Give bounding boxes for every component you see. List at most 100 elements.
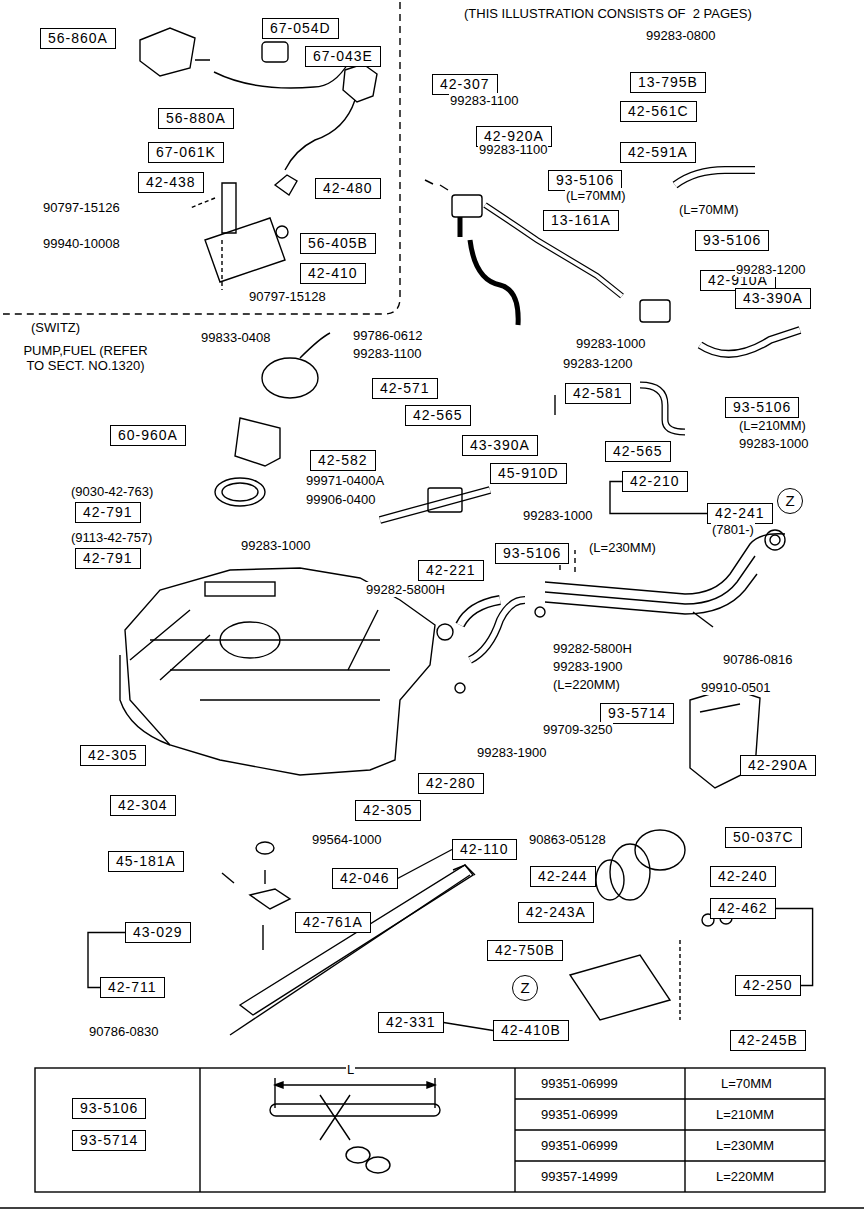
part-number: 43-029 bbox=[133, 924, 183, 940]
part-number-label: 99283-1200 bbox=[735, 262, 806, 277]
part-number: 42-410B bbox=[501, 1022, 561, 1038]
part-number-label: 99910-0501 bbox=[700, 680, 771, 695]
part-number: 42-305 bbox=[363, 802, 413, 818]
part-number-box: 42-591A bbox=[620, 142, 696, 163]
part-number-label: 99283-1000 bbox=[575, 336, 646, 351]
part-number-label: 99971-0400A bbox=[305, 473, 385, 488]
part-number-box: 42-565 bbox=[605, 441, 671, 462]
part-number: 42-480 bbox=[323, 180, 373, 196]
part-number-box: 42-280 bbox=[418, 773, 484, 794]
part-number-box: 42-565 bbox=[405, 405, 471, 426]
part-number: 42-331 bbox=[386, 1014, 436, 1030]
part-number-label: 99283-1200 bbox=[562, 356, 633, 371]
part-number-label: 99283-1000 bbox=[522, 508, 593, 523]
part-number: 67-061K bbox=[156, 144, 216, 160]
part-number: 42-304 bbox=[118, 797, 168, 813]
part-number-label: 99283-1100 bbox=[478, 142, 548, 157]
part-number-box: 45-181A bbox=[108, 851, 184, 872]
part-number-label: 90797-15128 bbox=[248, 289, 327, 304]
part-number: 42-711 bbox=[108, 979, 157, 995]
part-number: 42-290A bbox=[748, 757, 808, 773]
part-number: 42-243A bbox=[526, 904, 586, 920]
part-number-label: (L=70MM) bbox=[678, 202, 740, 217]
part-number: 93-5106 bbox=[733, 399, 791, 415]
part-number-box: 42-305 bbox=[355, 800, 421, 821]
part-number-label: PUMP,FUEL (REFER TO SECT. NO.1320) bbox=[22, 343, 149, 373]
part-number: 42-462 bbox=[718, 900, 768, 916]
part-number-box: 56-405B bbox=[300, 233, 376, 254]
part-number: 45-181A bbox=[116, 853, 176, 869]
part-number: 42-571 bbox=[380, 380, 430, 396]
part-number: 67-054D bbox=[270, 20, 331, 36]
part-number-box: 60-960A bbox=[110, 425, 186, 446]
part-number-box: 42-240 bbox=[710, 866, 776, 887]
part-number-box: 67-054D bbox=[262, 18, 339, 39]
part-number: 42-245B bbox=[738, 1032, 798, 1048]
part-number: 42-410 bbox=[308, 265, 358, 281]
part-number-box: 93-5106 bbox=[72, 1098, 146, 1119]
part-number: 50-037C bbox=[733, 829, 794, 845]
part-number-box: 93-5106 bbox=[695, 230, 769, 251]
table-cell: L=210MM bbox=[715, 1107, 775, 1122]
part-number-label: 99283-1900 bbox=[476, 745, 547, 760]
part-number-box: 93-5714 bbox=[600, 703, 674, 724]
part-number-label: (L=70MM) bbox=[565, 188, 627, 203]
part-number-box: 42-304 bbox=[110, 795, 176, 816]
part-number: 42-438 bbox=[146, 174, 196, 190]
part-number-box: 42-307 bbox=[432, 74, 498, 95]
table-cell: L=230MM bbox=[715, 1138, 775, 1153]
part-number: 42-110 bbox=[460, 841, 509, 857]
part-number-box: 56-860A bbox=[40, 28, 116, 49]
part-number: 45-910D bbox=[498, 465, 559, 481]
part-number-label: (L=230MM) bbox=[588, 540, 657, 555]
part-number-box: 42-243A bbox=[518, 902, 594, 923]
part-number-label: 99940-10008 bbox=[42, 236, 121, 251]
part-number: 93-5106 bbox=[503, 545, 561, 561]
part-number: 42-761A bbox=[303, 914, 363, 930]
part-number-box: 43-390A bbox=[735, 288, 811, 309]
part-number-label: 99283-1000 bbox=[240, 538, 311, 553]
bracket-line bbox=[776, 909, 813, 986]
part-number-box: 42-290A bbox=[740, 755, 816, 776]
part-number-box: 67-043E bbox=[305, 46, 381, 67]
part-number-box: 50-037C bbox=[725, 827, 802, 848]
part-number-label: (9030-42-763) bbox=[70, 484, 154, 499]
part-number-label: 99564-1000 bbox=[311, 832, 382, 847]
part-number-box: 42-305 bbox=[80, 745, 146, 766]
part-number-box: 42-761A bbox=[295, 912, 371, 933]
part-number-box: 43-390A bbox=[462, 435, 538, 456]
part-number-label: 99906-0400 bbox=[305, 492, 376, 507]
part-number: 42-565 bbox=[413, 407, 463, 423]
callout-circle: Z bbox=[512, 975, 538, 1001]
part-number-box: 93-5714 bbox=[72, 1130, 146, 1151]
part-number-label: 99283-0800 bbox=[645, 28, 716, 43]
part-number-label: 99283-1100 bbox=[449, 93, 519, 108]
part-number-box: 42-462 bbox=[710, 898, 776, 919]
part-number-box: 42-791 bbox=[75, 502, 141, 523]
table-cell: L bbox=[346, 1062, 355, 1077]
part-number-label: (7801-) bbox=[711, 522, 755, 537]
part-number: 93-5714 bbox=[608, 705, 666, 721]
part-number: 43-390A bbox=[743, 290, 803, 306]
part-number-box: 42-582 bbox=[310, 450, 376, 471]
part-number: Z bbox=[520, 979, 529, 996]
part-number: 42-582 bbox=[318, 452, 368, 468]
part-number-box: 45-910D bbox=[490, 463, 567, 484]
table-cell: L=70MM bbox=[720, 1076, 773, 1091]
part-number-box: 42-711 bbox=[100, 977, 165, 998]
part-number-box: 42-438 bbox=[138, 172, 204, 193]
part-number-label: (THIS ILLUSTRATION CONSISTS OF 2 PAGES) bbox=[463, 6, 753, 21]
part-number-box: 42-250 bbox=[735, 975, 801, 996]
part-number: 42-240 bbox=[718, 868, 768, 884]
bracket-line bbox=[444, 1023, 493, 1031]
part-number: 42-565 bbox=[613, 443, 663, 459]
part-number-label: 99283-1900 bbox=[552, 659, 623, 674]
part-number-box: 42-241 bbox=[707, 503, 773, 524]
part-number-box: 56-880A bbox=[158, 108, 234, 129]
part-number: 42-305 bbox=[88, 747, 138, 763]
part-number-label: 99282-5800H bbox=[365, 582, 446, 597]
part-number: 42-046 bbox=[340, 870, 390, 886]
part-number: 67-043E bbox=[313, 48, 373, 64]
part-number-label: 99709-3250 bbox=[542, 722, 613, 737]
